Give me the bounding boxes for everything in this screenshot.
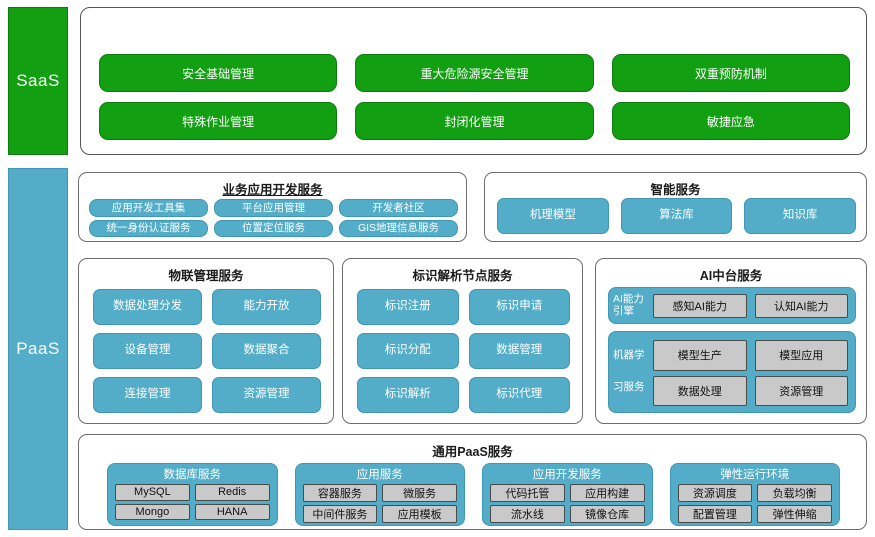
common-item[interactable]: 镜像仓库	[569, 505, 645, 523]
saas-item[interactable]: 安全基础管理	[99, 54, 338, 92]
identity-item[interactable]: 标识解析	[357, 377, 459, 413]
app-dev-service-title: 业务应用开发服务	[222, 183, 323, 197]
common-paas-service-box: 通用PaaS服务 数据库服务 MySQL Redis Mongo HANA 应用…	[78, 434, 867, 530]
common-group-buttons: 代码托管 应用构建 流水线 镜像仓库	[490, 484, 645, 523]
intelligent-item[interactable]: 算法库	[620, 198, 733, 234]
machine-learning-service-group: 机器学 习服务 模型生产 模型应用 数据处理 资源管理	[608, 331, 856, 413]
common-paas-groups: 数据库服务 MySQL Redis Mongo HANA 应用服务 容器服务 微…	[107, 463, 840, 526]
ai-capability-engine-label-line2: 引擎	[613, 304, 634, 317]
common-item[interactable]: 中间件服务	[302, 505, 378, 523]
common-group-app-dev: 应用开发服务 代码托管 应用构建 流水线 镜像仓库	[482, 463, 653, 526]
ml-item[interactable]: 数据处理	[653, 375, 747, 406]
machine-learning-label-line2: 习服务	[613, 381, 645, 394]
ai-middle-platform-title: AI中台服务	[699, 269, 763, 283]
common-item[interactable]: Mongo	[115, 503, 190, 520]
machine-learning-service-buttons: 模型生产 模型应用 数据处理 资源管理	[653, 340, 855, 406]
common-item[interactable]: Redis	[194, 484, 270, 501]
identity-item[interactable]: 标识分配	[357, 333, 459, 369]
ai-engine-item[interactable]: 感知AI能力	[653, 293, 747, 318]
ai-engine-item[interactable]: 认知AI能力	[754, 293, 848, 318]
iot-item[interactable]: 资源管理	[212, 377, 321, 413]
app-dev-item[interactable]: 应用开发工具集	[89, 199, 208, 217]
intelligent-service-box: 智能服务 机理模型 算法库 知识库	[484, 172, 867, 242]
common-item[interactable]: 代码托管	[490, 484, 565, 502]
iot-item[interactable]: 设备管理	[93, 333, 202, 369]
saas-item[interactable]: 重大危险源安全管理	[355, 54, 594, 92]
iot-item[interactable]: 能力开放	[212, 289, 321, 325]
ai-middle-platform-box: AI中台服务 AI能力 引擎 感知AI能力 认知AI能力 机器学 习服务 模型生…	[595, 258, 867, 424]
saas-item[interactable]: 敏捷应急	[611, 102, 850, 140]
ai-capability-engine-label: AI能力 引擎	[609, 292, 653, 317]
saas-panel: 安全基础管理 重大危险源安全管理 双重预防机制 特殊作业管理 封闭化管理 敏捷应…	[80, 7, 867, 155]
ml-item[interactable]: 模型生产	[653, 340, 747, 371]
common-group-buttons: 容器服务 微服务 中间件服务 应用模板	[302, 484, 457, 523]
common-group-title: 弹性运行环境	[720, 469, 790, 481]
ai-capability-engine-label-line1: AI能力	[613, 292, 644, 305]
layer-rail-saas-label: SaaS	[16, 71, 60, 90]
common-group-title: 应用开发服务	[532, 469, 602, 481]
common-item[interactable]: 应用构建	[569, 484, 645, 502]
identity-resolution-box: 标识解析节点服务 标识注册 标识申请 标识分配 数据管理 标识解析 标识代理	[342, 258, 583, 424]
machine-learning-label-line1: 机器学	[613, 349, 645, 362]
intelligent-service-grid: 机理模型 算法库 知识库	[497, 198, 856, 234]
saas-item[interactable]: 特殊作业管理	[99, 102, 338, 140]
layer-rail-saas: SaaS	[8, 7, 68, 155]
common-group-title: 应用服务	[356, 469, 403, 481]
saas-item[interactable]: 双重预防机制	[611, 54, 850, 92]
common-item[interactable]: 弹性伸缩	[757, 505, 832, 523]
common-item[interactable]: 负载均衡	[757, 484, 832, 502]
saas-item-grid: 安全基础管理 重大危险源安全管理 双重预防机制 特殊作业管理 封闭化管理 敏捷应…	[99, 54, 850, 140]
identity-item[interactable]: 标识注册	[357, 289, 459, 325]
common-item[interactable]: 配置管理	[677, 505, 753, 523]
app-dev-item[interactable]: 开发者社区	[339, 199, 458, 217]
iot-service-grid: 数据处理分发 能力开放 设备管理 数据聚合 连接管理 资源管理	[93, 289, 321, 413]
iot-service-title: 物联管理服务	[168, 269, 244, 283]
iot-service-box: 物联管理服务 数据处理分发 能力开放 设备管理 数据聚合 连接管理 资源管理	[78, 258, 334, 424]
common-item[interactable]: 流水线	[490, 505, 565, 523]
machine-learning-service-label: 机器学 习服务	[609, 340, 653, 404]
iot-item[interactable]: 连接管理	[93, 377, 202, 413]
app-dev-service-grid: 应用开发工具集 平台应用管理 开发者社区 统一身份认证服务 位置定位服务 GIS…	[89, 199, 458, 237]
common-group-database: 数据库服务 MySQL Redis Mongo HANA	[107, 463, 278, 526]
common-item[interactable]: HANA	[194, 503, 270, 520]
ml-item[interactable]: 模型应用	[754, 340, 848, 371]
app-dev-item[interactable]: GIS地理信息服务	[339, 219, 458, 237]
ai-capability-engine-group: AI能力 引擎 感知AI能力 认知AI能力	[608, 287, 856, 324]
identity-resolution-grid: 标识注册 标识申请 标识分配 数据管理 标识解析 标识代理	[357, 289, 570, 413]
common-group-elastic-runtime: 弹性运行环境 资源调度 负载均衡 配置管理 弹性伸缩	[669, 463, 840, 526]
common-item[interactable]: 微服务	[382, 484, 457, 502]
common-item[interactable]: 容器服务	[302, 484, 378, 502]
saas-item[interactable]: 封闭化管理	[355, 102, 594, 140]
identity-resolution-title: 标识解析节点服务	[412, 269, 513, 283]
common-group-title: 数据库服务	[163, 469, 222, 481]
app-dev-service-box: 业务应用开发服务 应用开发工具集 平台应用管理 开发者社区 统一身份认证服务 位…	[78, 172, 467, 242]
iot-item[interactable]: 数据处理分发	[93, 289, 202, 325]
ml-item[interactable]: 资源管理	[754, 375, 848, 406]
identity-item[interactable]: 标识代理	[468, 377, 570, 413]
app-dev-item[interactable]: 位置定位服务	[214, 219, 333, 237]
app-dev-item[interactable]: 平台应用管理	[214, 199, 333, 217]
intelligent-item[interactable]: 知识库	[744, 198, 856, 234]
iot-item[interactable]: 数据聚合	[212, 333, 321, 369]
common-paas-service-title: 通用PaaS服务	[432, 445, 513, 459]
app-dev-item[interactable]: 统一身份认证服务	[89, 219, 208, 237]
common-group-application: 应用服务 容器服务 微服务 中间件服务 应用模板	[294, 463, 465, 526]
common-item[interactable]: MySQL	[115, 484, 190, 501]
ai-capability-engine-buttons: 感知AI能力 认知AI能力	[653, 293, 855, 318]
common-group-buttons: 资源调度 负载均衡 配置管理 弹性伸缩	[677, 484, 832, 523]
identity-item[interactable]: 数据管理	[468, 333, 570, 369]
layer-rail-paas-label: PaaS	[16, 339, 60, 358]
common-item[interactable]: 应用模板	[382, 505, 457, 523]
intelligent-service-title: 智能服务	[650, 183, 701, 197]
identity-item[interactable]: 标识申请	[468, 289, 570, 325]
layer-rail-paas: PaaS	[8, 168, 68, 530]
common-item[interactable]: 资源调度	[677, 484, 753, 502]
common-group-buttons: MySQL Redis Mongo HANA	[115, 484, 270, 520]
intelligent-item[interactable]: 机理模型	[497, 198, 609, 234]
